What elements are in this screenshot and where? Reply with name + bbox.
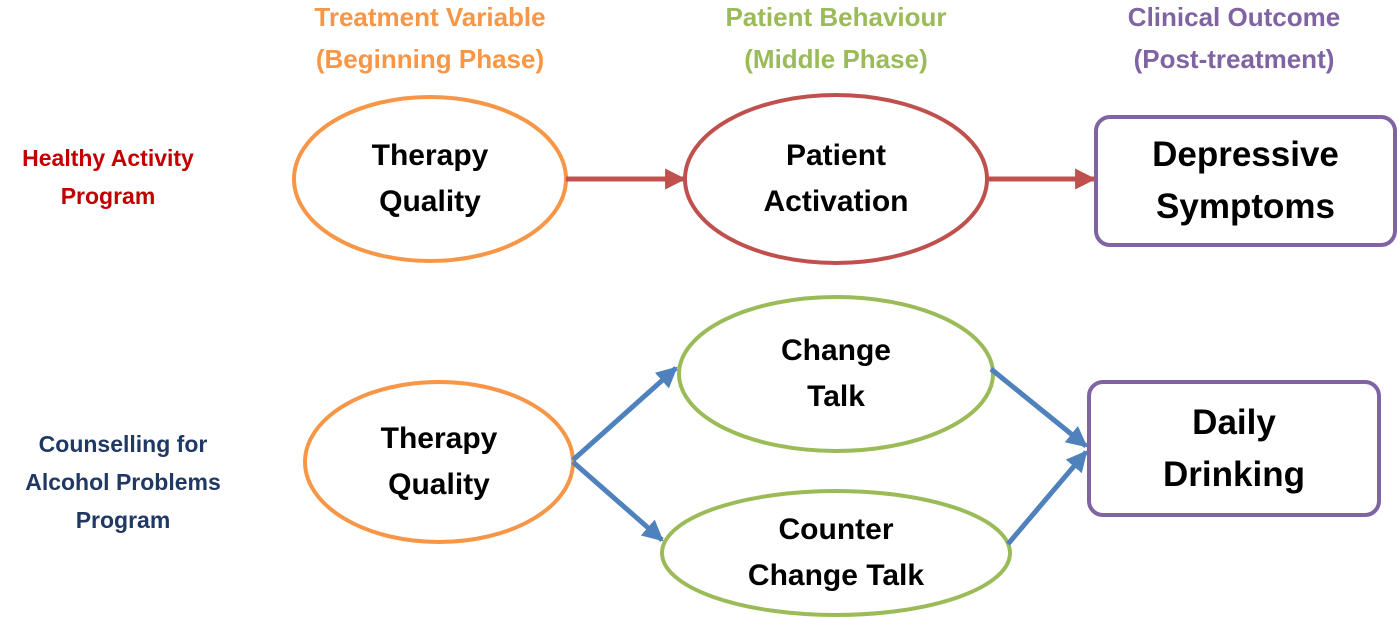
- daily-drinking-label: Daily Drinking: [1089, 382, 1379, 515]
- row-hap-line1: Healthy Activity: [22, 145, 194, 171]
- cap-therapy-quality-line1: Therapy: [380, 422, 498, 455]
- change-talk-ellipse: [677, 295, 995, 453]
- change-talk-line2: Talk: [807, 380, 865, 413]
- row-cap-line3: Program: [75, 507, 171, 533]
- header-clinical-outcome: Clinical Outcome (Post-treatment): [1092, 0, 1376, 80]
- counter-change-talk-line1: Counter: [778, 513, 894, 546]
- patient-activation-line2: Activation: [763, 185, 909, 218]
- arrow-quality-to-change-talk: [571, 366, 678, 462]
- counter-change-talk-label: Counter Change Talk: [662, 491, 1010, 615]
- header-patient-behaviour: Patient Behaviour (Middle Phase): [686, 0, 986, 80]
- hap-therapy-quality-line2: Quality: [379, 185, 481, 218]
- depressive-symptoms-line2: Symptoms: [1156, 187, 1335, 226]
- header-treatment-line2: (Beginning Phase): [315, 44, 545, 74]
- arrow-change-talk-to-drinking: [989, 367, 1088, 448]
- cap-therapy-quality-line2: Quality: [388, 468, 490, 501]
- daily-drinking-line1: Daily: [1192, 402, 1276, 442]
- counter-change-talk-line2: Change Talk: [747, 559, 925, 592]
- depressive-symptoms-line1: Depressive: [1152, 135, 1339, 174]
- patient-activation-label: Patient Activation: [685, 95, 987, 263]
- counter-change-talk-ellipse: [660, 489, 1012, 617]
- change-talk-label: Change Talk: [679, 297, 993, 451]
- change-talk-line1: Change: [780, 334, 891, 367]
- row-hap-line2: Program: [60, 183, 156, 209]
- header-treatment-variable: Treatment Variable (Beginning Phase): [270, 0, 590, 80]
- hap-therapy-quality-label: Therapy Quality: [294, 97, 566, 261]
- row-label-healthy-activity-program: Healthy Activity Program: [0, 139, 216, 215]
- header-outcome-line2: (Post-treatment): [1133, 44, 1335, 74]
- row-cap-line2: Alcohol Problems: [25, 469, 221, 495]
- row-label-counselling-alcohol-problems-program: Counselling for Alcohol Problems Program: [0, 425, 246, 539]
- hap-therapy-quality-line1: Therapy: [371, 139, 489, 172]
- patient-activation-line1: Patient: [785, 139, 887, 172]
- header-behaviour-line1: Patient Behaviour: [725, 2, 947, 32]
- header-outcome-line1: Clinical Outcome: [1127, 2, 1341, 32]
- cap-therapy-quality-label: Therapy Quality: [305, 382, 573, 542]
- depressive-symptoms-label: Depressive Symptoms: [1096, 117, 1395, 245]
- daily-drinking-line2: Drinking: [1163, 454, 1305, 494]
- header-behaviour-line2: (Middle Phase): [744, 44, 928, 74]
- daily-drinking-box: [1087, 380, 1381, 517]
- header-treatment-line1: Treatment Variable: [314, 2, 546, 32]
- arrow-counter-change-talk-to-drinking: [1006, 450, 1088, 546]
- arrow-quality-to-counter-change-talk: [571, 460, 664, 542]
- row-cap-line1: Counselling for: [38, 431, 208, 457]
